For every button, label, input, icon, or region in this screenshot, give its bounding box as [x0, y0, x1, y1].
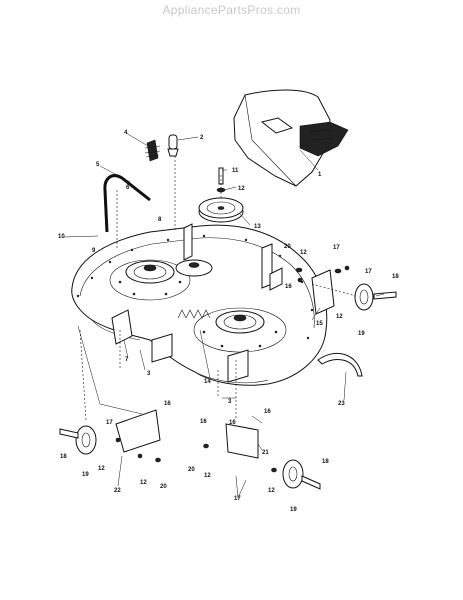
callout-17: 17 [333, 245, 340, 251]
callout-17d: 17 [234, 496, 241, 502]
callout-11: 11 [232, 168, 239, 174]
deck-brackets [111, 223, 283, 383]
callout-1: 1 [318, 172, 322, 178]
callout-3b: 3 [228, 399, 232, 405]
callout-12c: 12 [336, 314, 343, 320]
callout-12b: 12 [300, 250, 307, 256]
callout-15: 15 [316, 321, 323, 327]
callout-12g: 12 [268, 488, 275, 494]
callout-20: 20 [284, 244, 291, 250]
assembly-lines [79, 156, 357, 421]
watermark-text: AppliancePartsPros.com [162, 3, 301, 17]
left-spindle [109, 259, 191, 301]
spring-bolt-assembly [144, 134, 179, 162]
callout-22: 22 [114, 488, 121, 494]
callout-12d: 12 [98, 466, 105, 472]
callout-19b: 19 [82, 472, 89, 478]
center-spindle [175, 259, 213, 277]
callout-3: 3 [147, 371, 151, 377]
callout-16: 16 [285, 284, 292, 290]
callout-18b: 18 [60, 454, 67, 460]
baffle [317, 352, 363, 377]
center-wheel-assembly [203, 423, 321, 490]
callout-21: 21 [262, 450, 269, 456]
callout-12: 12 [238, 186, 245, 192]
left-wheel-assembly [59, 409, 161, 463]
callout-12e: 12 [140, 480, 147, 486]
callout-8: 8 [158, 217, 162, 223]
callout-7: 7 [125, 357, 129, 363]
callout-13: 13 [254, 224, 261, 230]
callout-labels: 1 2 3 3 4 5 6 7 8 9 10 11 12 12 12 12 12… [58, 130, 399, 513]
callout-23: 23 [338, 401, 345, 407]
callout-17c: 17 [106, 420, 113, 426]
callout-10: 10 [58, 234, 65, 240]
callout-18c: 18 [322, 459, 329, 465]
callout-20b: 20 [160, 484, 167, 490]
callout-19c: 19 [290, 507, 297, 513]
callout-4: 4 [124, 130, 128, 136]
callout-19: 19 [358, 331, 365, 337]
leader-lines [63, 132, 385, 499]
right-spindle [193, 307, 287, 353]
callout-17b: 17 [365, 269, 372, 275]
tension-spring [177, 309, 211, 319]
callout-16d: 16 [229, 420, 236, 426]
right-anti-scalp-assembly [295, 265, 397, 315]
callout-6: 6 [126, 185, 130, 191]
deck-cover [233, 89, 349, 187]
callout-12f: 12 [204, 473, 211, 479]
callout-2: 2 [200, 135, 204, 141]
callout-9: 9 [92, 248, 96, 254]
callout-20c: 20 [188, 467, 195, 473]
idler-pulley [198, 167, 244, 223]
callout-14: 14 [204, 379, 211, 385]
callout-18: 18 [392, 274, 399, 280]
callout-16b: 16 [164, 401, 171, 407]
callout-5: 5 [96, 162, 100, 168]
callout-16e: 16 [264, 409, 271, 415]
callout-16c: 16 [200, 419, 207, 425]
